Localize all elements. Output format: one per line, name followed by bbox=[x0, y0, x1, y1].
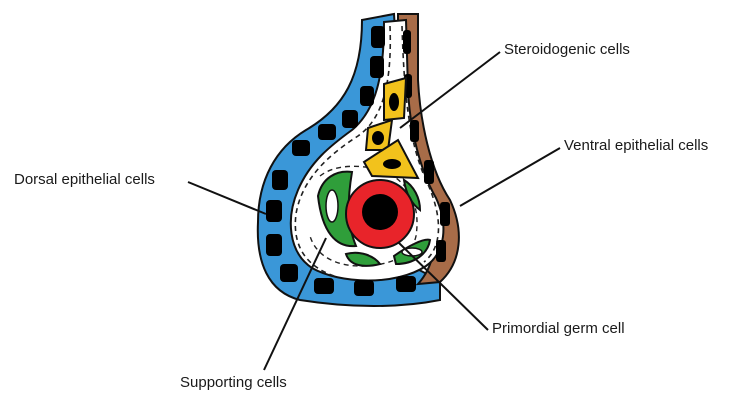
label-primordial: Primordial germ cell bbox=[492, 320, 625, 337]
label-ventral: Ventral epithelial cells bbox=[564, 137, 708, 154]
label-dorsal: Dorsal epithelial cells bbox=[14, 171, 155, 188]
germ-cell-nucleus bbox=[362, 194, 398, 230]
leader-line-ventral bbox=[460, 148, 560, 206]
label-steroidogenic: Steroidogenic cells bbox=[504, 41, 630, 58]
label-supporting: Supporting cells bbox=[180, 374, 287, 391]
leader-line-dorsal bbox=[188, 182, 266, 214]
